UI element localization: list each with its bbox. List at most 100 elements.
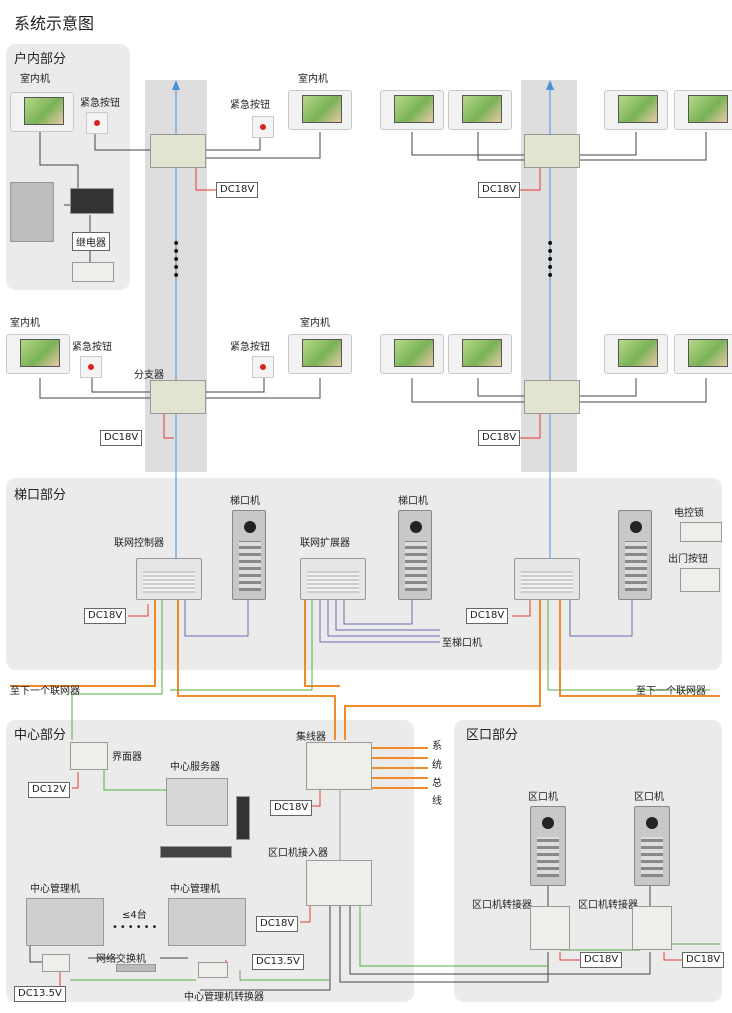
system-bus-2: 统 (432, 760, 442, 771)
door-station (10, 182, 54, 242)
indoor-monitor-5 (604, 90, 668, 130)
zone-converter-label-2: 区口机转接器 (578, 900, 638, 911)
dc135v-label-2: DC13.5V (14, 986, 66, 1002)
hub-device (306, 742, 372, 790)
emergency-button (86, 112, 108, 134)
center-server-tower (236, 796, 250, 840)
stair-unit-2 (398, 510, 432, 600)
exit-button-label: 出门按钮 (668, 554, 708, 565)
zone-unit-label-1: 区口机 (528, 792, 558, 803)
center-server-label: 中心服务器 (170, 762, 220, 773)
indoor-monitor-4 (448, 90, 512, 130)
stair-unit-label-1: 梯口机 (230, 496, 260, 507)
zone-unit-label-2: 区口机 (634, 792, 664, 803)
ellipsis-dots: •••••• (112, 922, 160, 933)
zone-access-device (306, 860, 372, 906)
indoor-monitor-9 (380, 334, 444, 374)
splitter-label: 分支器 (134, 370, 164, 381)
emergency-button-4 (252, 356, 274, 378)
electric-lock-label: 电控锁 (674, 508, 704, 519)
dc18v-label-2: DC18V (478, 182, 521, 198)
hub-label: 集线器 (296, 732, 326, 743)
to-stair-unit-label: 至梯口机 (442, 638, 482, 649)
emergency-button-label-3: 紧急按钮 (72, 342, 112, 353)
indoor-monitor-7 (6, 334, 70, 374)
emergency-button-label-2: 紧急按钮 (230, 100, 270, 111)
emergency-button-2 (252, 116, 274, 138)
dc135v-label-1: DC13.5V (252, 954, 304, 970)
to-next-networker-left: 至下一个联网器 (10, 686, 80, 697)
indoor-monitor-12 (674, 334, 732, 374)
center-section-title: 中心部分 (14, 728, 67, 743)
zone-converter-label-1: 区口机转接器 (472, 900, 532, 911)
page-title: 系统示意图 (14, 14, 95, 33)
dc18v-label-6: DC18V (466, 608, 509, 624)
zone-converter-1 (530, 906, 570, 950)
exit-button (680, 568, 720, 592)
indoor-monitor-2 (288, 90, 352, 130)
dc18v-label-3: DC18V (100, 430, 143, 446)
continuation-dots-right: ••••• (546, 236, 555, 284)
zone-converter-2 (632, 906, 672, 950)
center-server-monitor (166, 778, 228, 826)
door-lock (72, 262, 114, 282)
indoor-monitor-label-4: 室内机 (300, 318, 330, 329)
splitter-top-right (524, 134, 580, 168)
dc18v-label-4: DC18V (478, 430, 521, 446)
relay-label: 继电器 (72, 232, 110, 251)
interface-device (70, 742, 108, 770)
max-four-label: ≤4台 (122, 910, 147, 921)
net-controller-2 (514, 558, 580, 600)
indoor-monitor-8 (288, 334, 352, 374)
dc18v-label-9: DC18V (580, 952, 623, 968)
splitter-top-left (150, 134, 206, 168)
emergency-button-3 (80, 356, 102, 378)
emergency-button-label: 紧急按钮 (80, 98, 120, 109)
continuation-dots-left: ••••• (172, 236, 181, 284)
stair-unit-1 (232, 510, 266, 600)
stair-section-title: 梯口部分 (14, 488, 67, 503)
dc18v-label-1: DC18V (216, 182, 259, 198)
dc18v-label-10: DC18V (682, 952, 725, 968)
dc18v-label-5: DC18V (84, 608, 127, 624)
indoor-monitor-label-3: 室内机 (10, 318, 40, 329)
center-server-keyboard (160, 846, 232, 858)
zone-unit-2 (634, 806, 670, 886)
center-manager-label-1: 中心管理机 (30, 884, 80, 895)
dc18v-label-7: DC18V (270, 800, 313, 816)
indoor-monitor-6 (674, 90, 732, 130)
net-extender (300, 558, 366, 600)
manager-converter-label: 中心管理机转换器 (184, 992, 264, 1003)
splitter-mid-left (150, 380, 206, 414)
center-manager-1 (26, 898, 104, 946)
system-bus-1: 系 (432, 741, 442, 752)
dc12v-label: DC12V (28, 782, 71, 798)
manager-converter-1 (42, 954, 70, 972)
indoor-monitor-label: 室内机 (20, 74, 50, 85)
to-next-networker-right: 至下一个联网器 (636, 686, 706, 697)
indoor-monitor-label-2: 室内机 (298, 74, 328, 85)
indoor-section-title: 户内部分 (14, 52, 67, 67)
net-controller (136, 558, 202, 600)
electric-lock (680, 522, 722, 542)
indoor-monitor-3 (380, 90, 444, 130)
center-manager-label-2: 中心管理机 (170, 884, 220, 895)
splitter-mid-right (524, 380, 580, 414)
dc18v-label-8: DC18V (256, 916, 299, 932)
zone-section-title: 区口部分 (466, 728, 519, 743)
net-controller-label: 联网控制器 (114, 538, 164, 549)
emergency-button-label-4: 紧急按钮 (230, 342, 270, 353)
manager-converter-2 (198, 962, 228, 978)
zone-unit-1 (530, 806, 566, 886)
switch-label: 网络交换机 (96, 954, 146, 965)
net-extender-label: 联网扩展器 (300, 538, 350, 549)
system-bus-4: 线 (432, 796, 442, 807)
zone-access-label: 区口机接入器 (268, 848, 328, 859)
indoor-monitor (10, 92, 74, 132)
indoor-monitor-10 (448, 334, 512, 374)
stair-unit-3 (618, 510, 652, 600)
stair-unit-label-2: 梯口机 (398, 496, 428, 507)
center-manager-2 (168, 898, 246, 946)
relay-device (70, 188, 114, 214)
